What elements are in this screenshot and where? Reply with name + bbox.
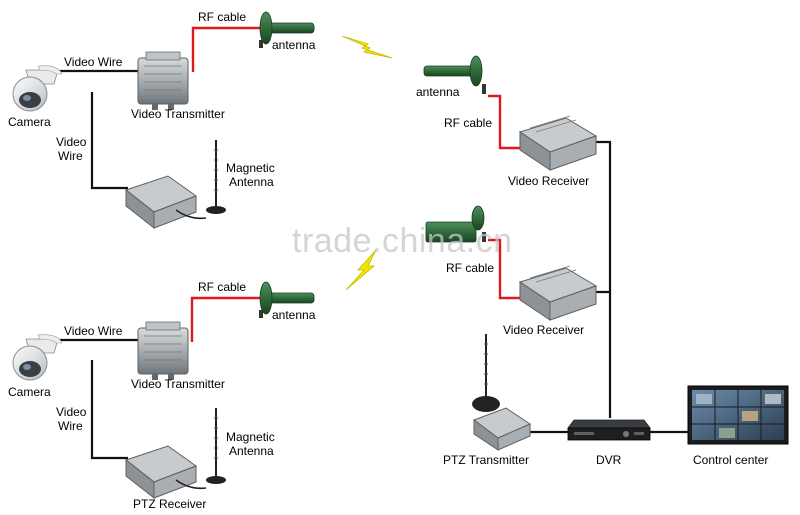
ptz-transmitter-icon xyxy=(472,334,532,451)
receiver-top-to-dvr xyxy=(590,140,612,418)
camera-icon-top xyxy=(12,65,63,112)
label-rf-cable-top-left: RF cable xyxy=(198,10,247,24)
label-video-wire-top-v-1: Video xyxy=(56,135,87,149)
label-antenna-right-top: antenna xyxy=(416,85,460,99)
lightning-icon-top xyxy=(341,35,393,59)
label-video-wire-bottom-h: Video Wire xyxy=(64,324,123,338)
label-rf-cable-bottom-left: RF cable xyxy=(198,280,247,294)
antenna-icon-top-left xyxy=(259,11,315,48)
video-wire-top-v xyxy=(90,92,128,190)
label-video-receiver-top: Video Receiver xyxy=(508,174,590,188)
label-magnetic-top-2: Antenna xyxy=(229,175,274,189)
camera-icon-bottom xyxy=(12,334,63,381)
video-receiver-icon-mid xyxy=(518,265,598,321)
video-transmitter-icon-top xyxy=(137,51,189,110)
label-video-wire-bottom-v-2: Wire xyxy=(58,419,83,433)
label-dvr: DVR xyxy=(596,453,622,467)
control-center-monitor-icon xyxy=(687,385,789,445)
label-antenna-top-left: antenna xyxy=(272,38,316,52)
ptz-box-icon-top xyxy=(124,175,207,230)
rf-cable-right-top xyxy=(488,94,520,150)
label-camera-bottom: Camera xyxy=(8,385,51,399)
rf-cables xyxy=(190,26,520,342)
label-magnetic-bottom-1: Magnetic xyxy=(226,430,275,444)
video-wire-bottom-v xyxy=(90,360,128,460)
video-transmitter-icon-bottom xyxy=(137,321,189,380)
label-rf-cable-right-top: RF cable xyxy=(444,116,493,130)
label-camera-top: Camera xyxy=(8,115,51,129)
label-rf-cable-right-mid: RF cable xyxy=(446,261,495,275)
label-ptz-receiver: PTZ Receiver xyxy=(133,497,207,511)
dvr-icon xyxy=(567,419,651,441)
label-antenna-bottom-left: antenna xyxy=(272,308,316,322)
ptz-receiver-icon xyxy=(124,445,207,500)
label-video-wire-top-v-2: Wire xyxy=(58,149,83,163)
antenna-icon-right-top xyxy=(423,55,486,94)
label-video-receiver-mid: Video Receiver xyxy=(503,323,585,337)
magnetic-antenna-icon-top xyxy=(206,140,226,214)
label-video-wire-bottom-v-1: Video xyxy=(56,405,87,419)
magnetic-antenna-icon-bottom xyxy=(206,408,226,484)
rf-cable-top-left xyxy=(191,26,262,72)
label-video-transmitter-top: Video Transmitter xyxy=(131,107,225,121)
rf-cable-bottom-left xyxy=(190,296,262,342)
label-magnetic-bottom-2: Antenna xyxy=(229,444,274,458)
antenna-icon-bottom-left xyxy=(259,281,315,318)
label-control-center: Control center xyxy=(693,453,769,467)
video-wires xyxy=(58,69,690,460)
video-receiver-icon-top xyxy=(518,115,598,171)
rf-cable-right-mid xyxy=(488,238,520,300)
label-ptz-transmitter: PTZ Transmitter xyxy=(443,453,530,467)
label-video-transmitter-bottom: Video Transmitter xyxy=(131,377,225,391)
label-video-wire-top-h: Video Wire xyxy=(64,55,123,69)
lightning-icon-bottom xyxy=(345,249,377,291)
label-magnetic-top-1: Magnetic xyxy=(226,161,275,175)
antenna-icon-right-mid xyxy=(425,205,486,243)
watermark: trade.china.cn xyxy=(292,222,513,260)
